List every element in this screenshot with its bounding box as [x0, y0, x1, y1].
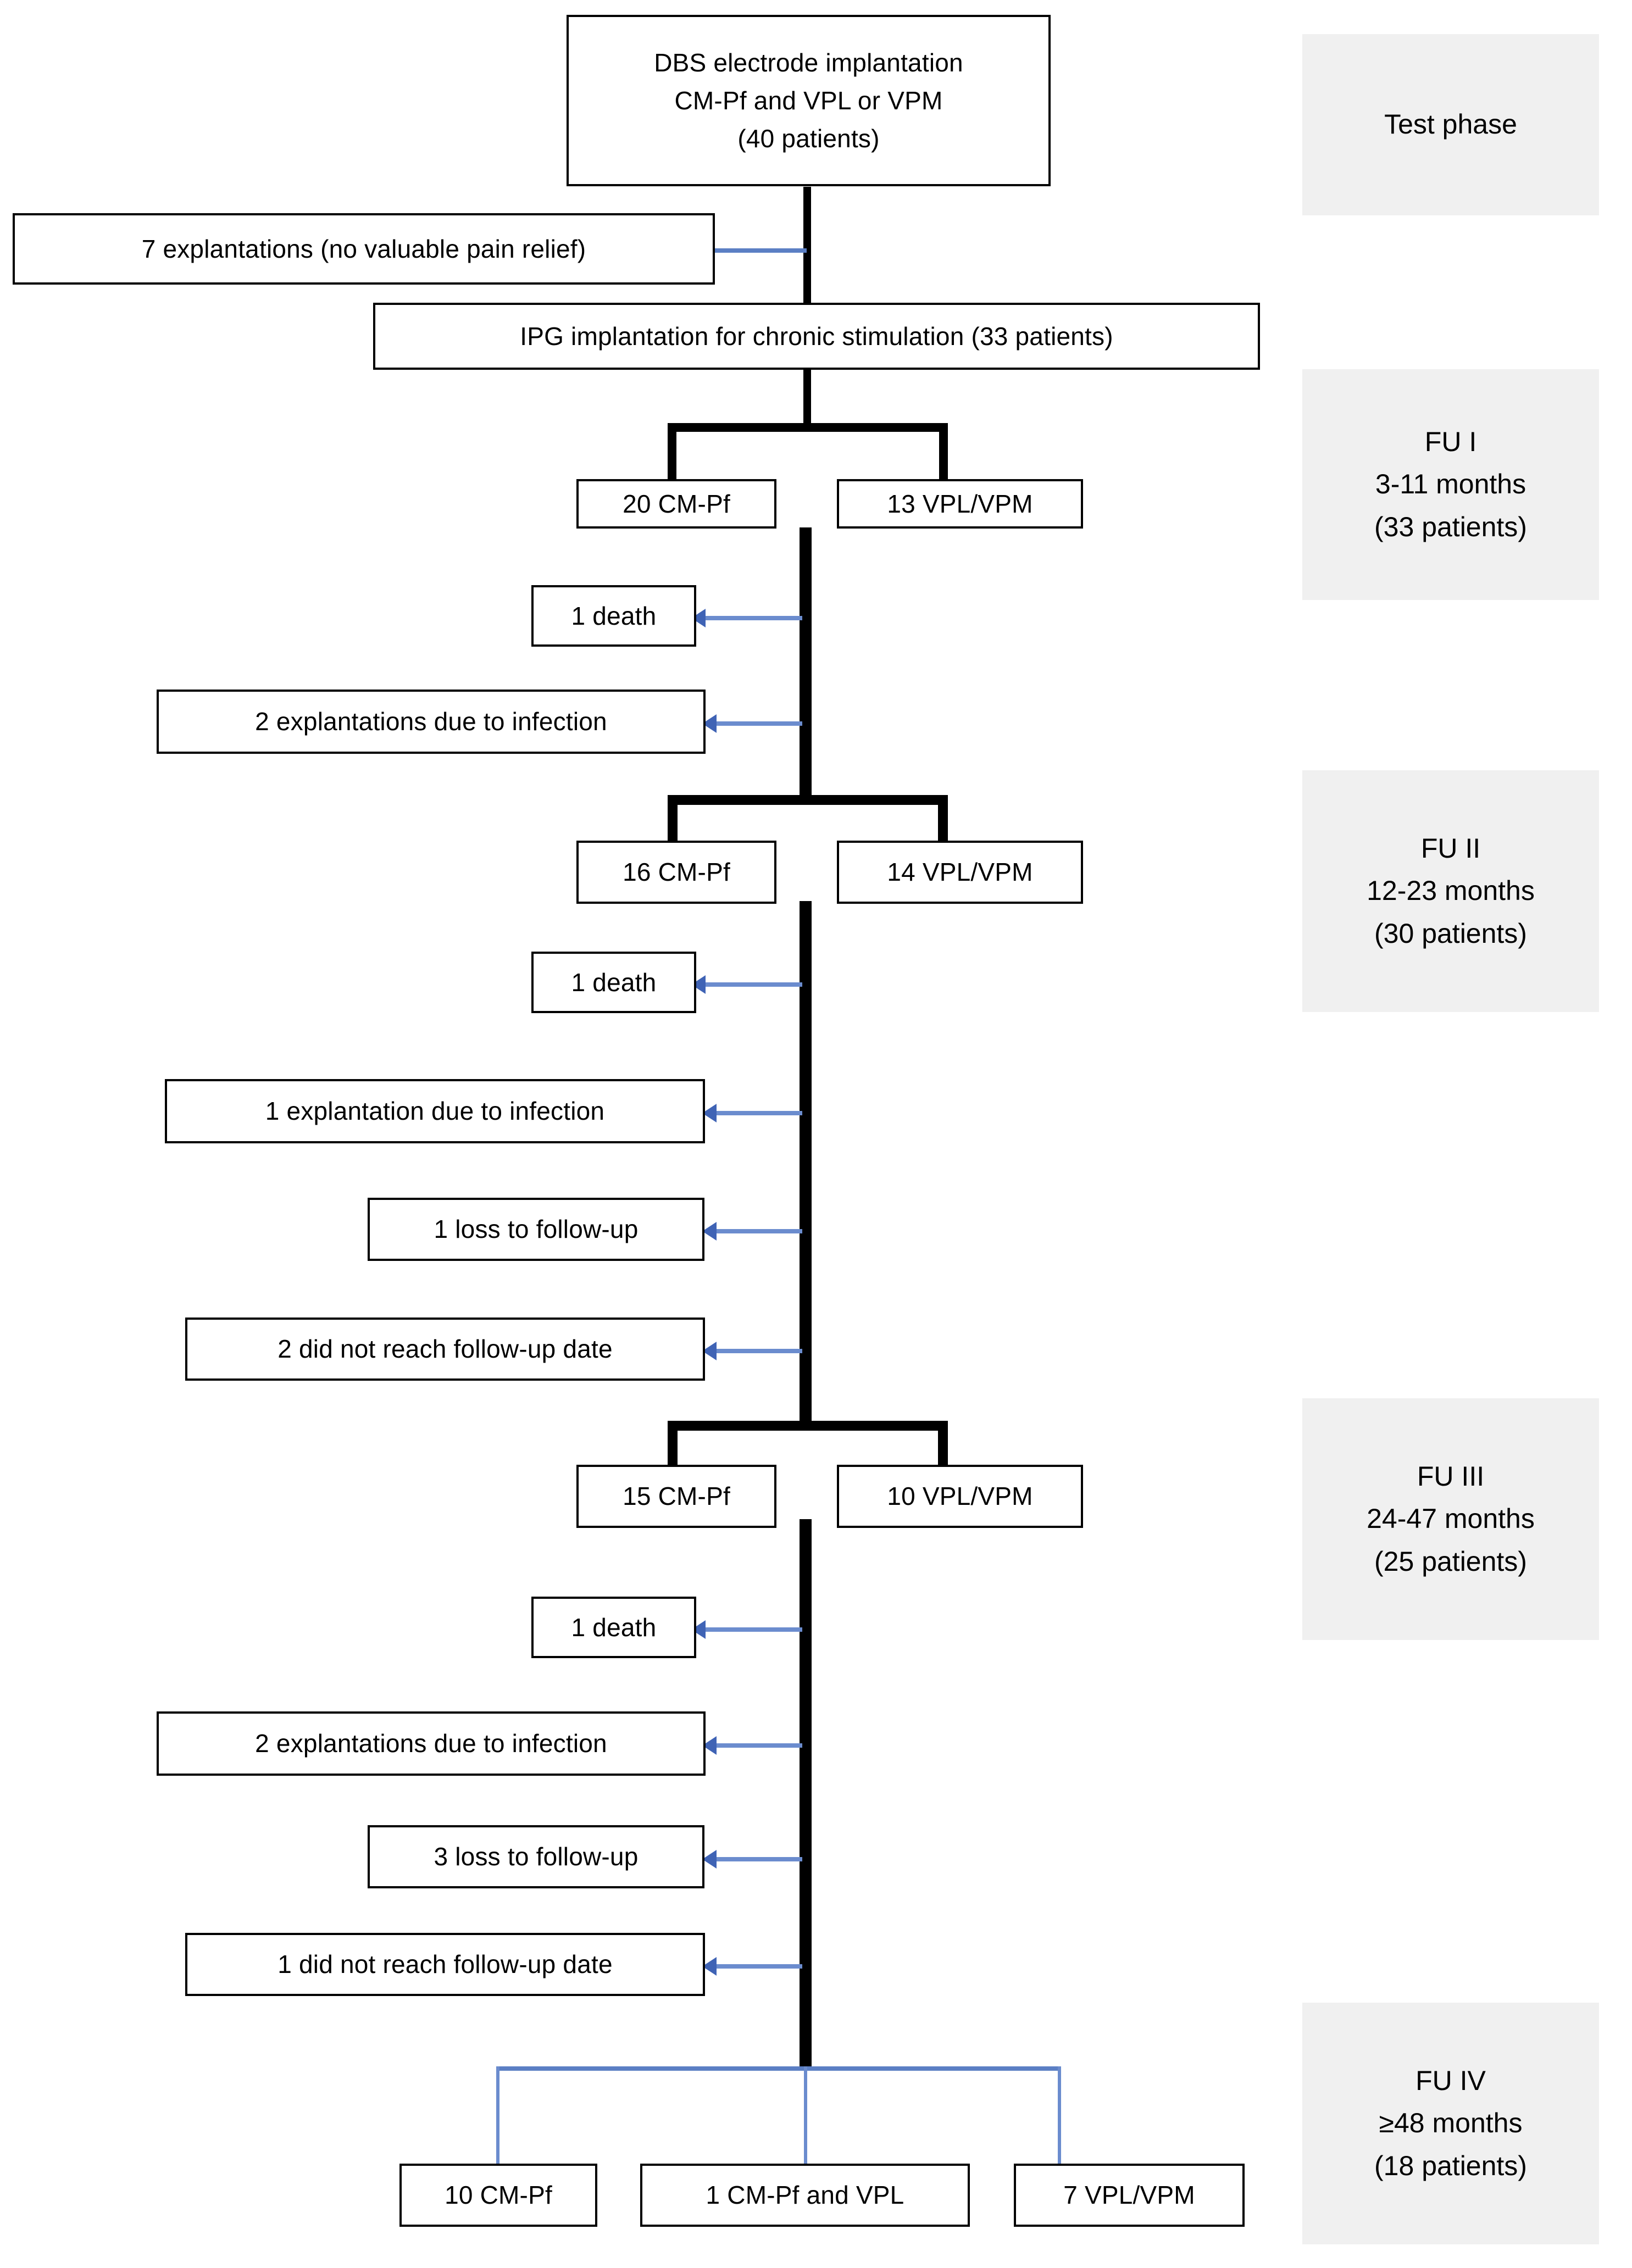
split-leg-fu4-left [496, 2066, 499, 2171]
node-drop3-no-followup-date: 1 did not reach follow-up date [185, 1933, 705, 1996]
arrow-to-drop1-death [703, 616, 802, 620]
node-fu4-right-label: 7 VPL/VPM [1063, 2181, 1195, 2210]
arrow-to-drop3-nodate [714, 1964, 802, 1969]
phase-panel-fu3: FU III 24-47 months (25 patients) [1302, 1398, 1599, 1640]
node-fu2-cm-pf: 16 CM-Pf [576, 841, 776, 904]
arrow-to-drop1-explant [714, 721, 802, 726]
spine-fu3-to-fu4 [800, 1519, 812, 2069]
node-drop2-explant-label: 1 explantation due to infection [265, 1097, 605, 1126]
phase-fu3-line2: 24-47 months [1367, 1503, 1535, 1535]
node-top-line1: DBS electrode implantation [654, 48, 963, 77]
link-to-explantations-test [714, 248, 807, 253]
node-fu4-cm-pf-and-vpl: 1 CM-Pf and VPL [640, 2164, 970, 2227]
node-drop1-explantations: 2 explantations due to infection [157, 690, 706, 754]
node-drop2-loss-label: 1 loss to follow-up [434, 1215, 639, 1244]
node-fu4-mid-label: 1 CM-Pf and VPL [706, 2181, 904, 2210]
split-bar-fu2 [668, 795, 948, 805]
phase-fu2-line3: (30 patients) [1374, 918, 1527, 949]
phase-fu3-line3: (25 patients) [1374, 1546, 1527, 1577]
arrow-to-drop3-explant [714, 1743, 802, 1748]
node-drop3-loss-followup: 3 loss to follow-up [368, 1825, 704, 1888]
node-fu1-left-label: 20 CM-Pf [623, 489, 730, 518]
split-leg-fu3-left [668, 1421, 678, 1478]
node-fu1-cm-pf: 20 CM-Pf [576, 479, 776, 529]
phase-fu4-line1: FU IV [1415, 2065, 1486, 2096]
node-drop3-death: 1 death [531, 1597, 696, 1658]
node-top-line2: CM-Pf and VPL or VPM [674, 86, 943, 115]
node-explantations-no-relief: 7 explantations (no valuable pain relief… [13, 213, 715, 285]
node-fu3-right-label: 10 VPL/VPM [887, 1482, 1033, 1511]
node-fu2-vpl-vpm: 14 VPL/VPM [837, 841, 1083, 904]
node-drop2-death: 1 death [531, 952, 696, 1013]
node-ipg-label: IPG implantation for chronic stimulation… [520, 321, 1113, 351]
node-drop3-explantations: 2 explantations due to infection [157, 1711, 706, 1776]
node-dbs-electrode-implantation: DBS electrode implantation CM-Pf and VPL… [567, 15, 1051, 186]
phase-panel-fu4: FU IV ≥48 months (18 patients) [1302, 2003, 1599, 2244]
phase-panel-fu1: FU I 3-11 months (33 patients) [1302, 369, 1599, 600]
node-drop3-loss-label: 3 loss to follow-up [434, 1842, 639, 1871]
node-ipg-implantation: IPG implantation for chronic stimulation… [373, 303, 1260, 370]
node-drop2-death-label: 1 death [571, 968, 657, 997]
node-fu2-right-label: 14 VPL/VPM [887, 858, 1033, 887]
split-leg-fu1-right [939, 423, 948, 483]
split-bar-fu4 [496, 2066, 1061, 2071]
spine-top-to-ipg [803, 187, 811, 305]
node-drop2-no-followup-date: 2 did not reach follow-up date [185, 1318, 705, 1381]
phase-fu1-line1: FU I [1424, 426, 1477, 457]
split-leg-fu2-left [668, 795, 678, 855]
split-leg-fu2-right [938, 795, 948, 855]
arrow-to-drop2-explant [714, 1111, 802, 1115]
node-fu4-vpl-vpm: 7 VPL/VPM [1014, 2164, 1245, 2227]
node-fu3-vpl-vpm: 10 VPL/VPM [837, 1465, 1083, 1528]
node-explant-test-label: 7 explantations (no valuable pain relief… [141, 234, 586, 263]
node-drop2-loss-followup: 1 loss to follow-up [368, 1198, 704, 1261]
arrow-to-drop3-death [703, 1627, 802, 1632]
split-leg-fu1-left [668, 423, 676, 483]
phase-fu1-line3: (33 patients) [1374, 511, 1527, 542]
node-fu3-left-label: 15 CM-Pf [623, 1482, 730, 1511]
node-top-line3: (40 patients) [737, 124, 880, 153]
phase-panel-test: Test phase [1302, 34, 1599, 215]
node-drop3-nodate-label: 1 did not reach follow-up date [277, 1950, 613, 1979]
phase-fu4-line3: (18 patients) [1374, 2150, 1527, 2181]
arrow-to-drop2-death [703, 982, 802, 987]
split-leg-fu3-right [938, 1421, 948, 1478]
node-fu3-cm-pf: 15 CM-Pf [576, 1465, 776, 1528]
split-leg-fu4-mid [804, 2066, 807, 2171]
phase-fu2-line2: 12-23 months [1367, 875, 1535, 907]
node-drop1-explant-label: 2 explantations due to infection [255, 707, 607, 736]
node-fu1-vpl-vpm: 13 VPL/VPM [837, 479, 1083, 529]
node-drop1-death: 1 death [531, 585, 696, 647]
split-leg-fu4-right [1058, 2066, 1061, 2171]
node-fu4-cm-pf: 10 CM-Pf [399, 2164, 597, 2227]
phase-fu1-line2: 3-11 months [1375, 469, 1526, 500]
split-bar-fu1 [668, 423, 948, 432]
spine-ipg-to-fu1 [803, 368, 811, 429]
phase-fu3-line1: FU III [1417, 1460, 1485, 1492]
arrow-to-drop2-nodate [714, 1349, 802, 1353]
node-drop2-nodate-label: 2 did not reach follow-up date [277, 1335, 613, 1364]
node-fu2-left-label: 16 CM-Pf [623, 858, 730, 887]
arrow-to-drop2-loss [714, 1229, 802, 1233]
phase-fu4-line2: ≥48 months [1379, 2108, 1523, 2139]
phase-test-line1: Test phase [1384, 109, 1517, 140]
node-drop3-explant-label: 2 explantations due to infection [255, 1729, 607, 1758]
node-fu1-right-label: 13 VPL/VPM [887, 489, 1033, 518]
split-bar-fu3 [668, 1421, 948, 1431]
phase-fu2-line1: FU II [1420, 832, 1481, 864]
node-drop1-death-label: 1 death [571, 601, 657, 630]
spine-fu2-to-fu3 [800, 901, 812, 1426]
arrow-to-drop3-loss [714, 1857, 802, 1861]
node-drop3-death-label: 1 death [571, 1613, 657, 1642]
node-drop2-explantation: 1 explantation due to infection [165, 1079, 705, 1143]
node-fu4-left-label: 10 CM-Pf [445, 2181, 552, 2210]
spine-fu1-to-fu2 [800, 527, 812, 805]
phase-panel-fu2: FU II 12-23 months (30 patients) [1302, 770, 1599, 1012]
